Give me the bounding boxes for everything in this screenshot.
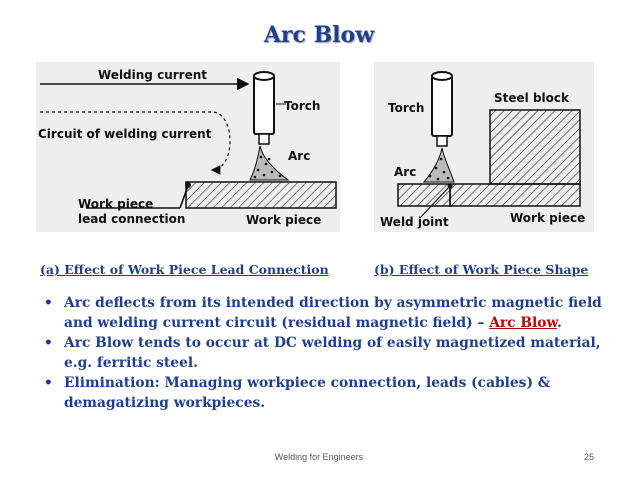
- label-arc-a: Arc: [288, 149, 310, 163]
- label-welding-current: Welding current: [98, 68, 207, 82]
- bullet-item: Elimination: Managing workpiece connecti…: [40, 373, 610, 413]
- page-number: 25: [584, 452, 595, 462]
- label-arc-b: Arc: [394, 165, 416, 179]
- arc-shape: [249, 145, 290, 181]
- work-piece-plate: [185, 181, 337, 209]
- slide-title: Arc Blow: [263, 22, 375, 48]
- label-steel-block: Steel block: [494, 91, 570, 105]
- label-work-piece-a: Work piece: [246, 213, 321, 227]
- figure-work-piece-lead-connection: Welding current Circuit of welding curre…: [36, 62, 340, 232]
- torch-shape-b: [431, 75, 453, 137]
- label-work-piece-lead-2: lead connection: [78, 212, 185, 226]
- bullet-item: Arc Blow tends to occur at DC welding of…: [40, 333, 610, 373]
- caption-figure-b: (b) Effect of Work Piece Shape: [374, 262, 589, 277]
- label-torch-a: Torch: [284, 99, 320, 113]
- torch-shape: [253, 75, 275, 135]
- arc-blow-highlight: Arc Blow: [489, 315, 557, 331]
- label-circuit-welding-current: Circuit of welding current: [38, 127, 212, 141]
- bullet-list: Arc deflects from its intended direction…: [40, 293, 610, 413]
- steel-block-shape: [489, 109, 581, 185]
- label-work-piece-lead-1: Work piece: [78, 197, 153, 211]
- figure-work-piece-shape: Torch Steel block Arc Weld joint Work pi…: [374, 62, 594, 232]
- figure-b-diagram: Torch Steel block Arc Weld joint Work pi…: [380, 71, 585, 229]
- label-weld-joint: Weld joint: [380, 215, 449, 229]
- footer-text: Welding for Engineers: [274, 452, 364, 462]
- bullet-item: Arc deflects from its intended direction…: [40, 293, 610, 333]
- caption-figure-a: (a) Effect of Work Piece Lead Connection: [40, 262, 329, 277]
- work-piece-plate-b-right: [449, 183, 581, 207]
- label-work-piece-b: Work piece: [510, 211, 585, 225]
- arc-shape-b: [422, 147, 455, 183]
- label-torch-b: Torch: [388, 101, 424, 115]
- figure-a-diagram: Welding current Circuit of welding curre…: [38, 68, 337, 227]
